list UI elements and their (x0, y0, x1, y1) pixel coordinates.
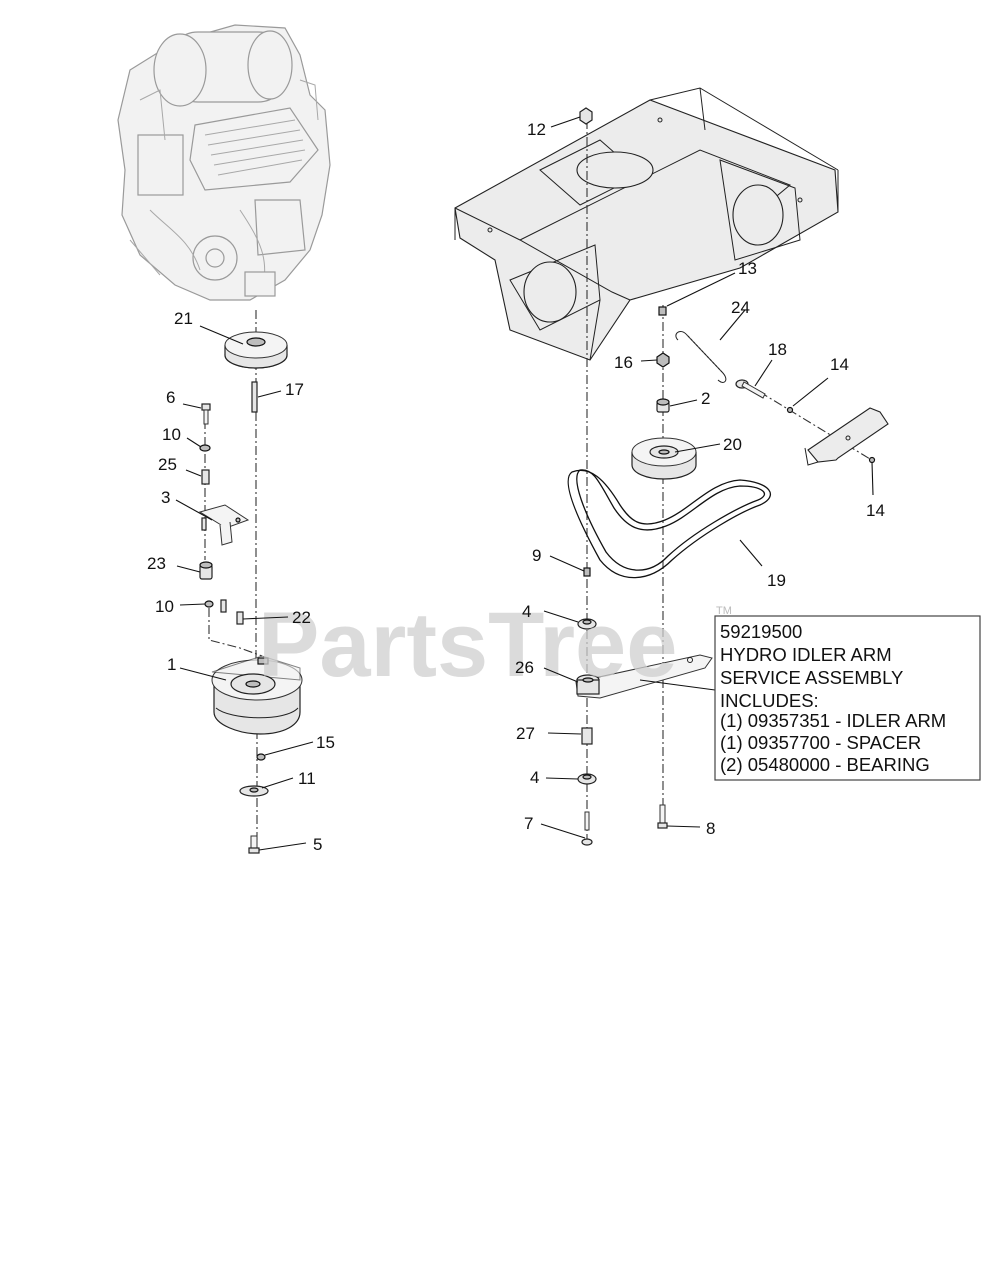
nut-16 (656, 352, 670, 368)
callout-23: 23 (147, 554, 166, 573)
callout-5: 5 (313, 835, 322, 854)
callout-16: 16 (614, 353, 633, 372)
callout-9: 9 (532, 546, 541, 565)
spacer-2 (656, 398, 670, 413)
callout-4-upper: 4 (522, 602, 531, 621)
infobox-line-spacer: (1) 09357700 - SPACER (720, 732, 921, 753)
callout-3: 3 (161, 488, 170, 507)
spring-24 (675, 331, 727, 383)
bearing-4-upper (577, 618, 597, 630)
callout-19: 19 (767, 571, 786, 590)
washer-10-upper (199, 444, 211, 452)
key-17 (251, 381, 258, 413)
leader-lines (175, 116, 874, 851)
callout-26: 26 (515, 658, 534, 677)
ring-7 (581, 811, 593, 846)
callout-10-upper: 10 (162, 425, 181, 444)
callout-21: 21 (174, 309, 193, 328)
callout-22: 22 (292, 608, 311, 627)
idler-arm-26 (575, 654, 713, 699)
bracket-14 (786, 406, 889, 466)
callout-4-lower: 4 (530, 768, 539, 787)
infobox-border (714, 615, 981, 781)
pulley-21 (224, 331, 288, 369)
callout-13: 13 (738, 259, 757, 278)
callout-2: 2 (701, 389, 710, 408)
callout-12: 12 (527, 120, 546, 139)
callout-6: 6 (166, 388, 175, 407)
bolt-8 (657, 804, 668, 829)
bolt-5 (248, 835, 260, 854)
infobox-line-title-1: HYDRO IDLER ARM (720, 644, 892, 665)
bolt-9 (583, 567, 591, 577)
callout-14-lower: 14 (866, 501, 885, 520)
infobox-line-part-number: 59219500 (720, 621, 802, 642)
callout-18: 18 (768, 340, 787, 359)
infobox-line-bearing: (2) 05480000 - BEARING (720, 754, 930, 775)
bracket-3 (198, 504, 250, 546)
bolt-18 (735, 379, 766, 399)
bolt-6 (201, 403, 211, 425)
spacer-25 (201, 469, 210, 485)
callout-27: 27 (516, 724, 535, 743)
pulley-20 (631, 437, 697, 480)
callout-8: 8 (706, 819, 715, 838)
belt-19 (567, 469, 772, 579)
callout-7: 7 (524, 814, 533, 833)
callout-25: 25 (158, 455, 177, 474)
callouts: 21 6 17 10 25 3 23 10 22 1 15 11 5 12 13… (147, 120, 885, 854)
right-assembly-axes (586, 120, 876, 842)
infobox-line-includes: INCLUDES: (720, 690, 819, 711)
callout-10-lower: 10 (155, 597, 174, 616)
clutch-1 (211, 655, 303, 735)
bolt-12 (579, 107, 593, 125)
engine-illustration (117, 24, 331, 301)
bearing-4-lower (577, 773, 597, 785)
infobox-line-title-2: SERVICE ASSEMBLY (720, 667, 903, 688)
spacer-27 (581, 727, 593, 745)
watermark-tm: TM (716, 605, 732, 617)
callout-11: 11 (298, 769, 316, 788)
callout-15: 15 (316, 733, 335, 752)
callout-17: 17 (285, 380, 304, 399)
watermark-text: PartsTree (258, 594, 677, 696)
washer-10-lower (204, 599, 227, 613)
bolt-15 (256, 753, 266, 761)
fitting-22 (236, 611, 244, 625)
callout-20: 20 (723, 435, 742, 454)
infobox-line-idler-arm: (1) 09357351 - IDLER ARM (720, 710, 946, 731)
washer-11 (239, 785, 269, 797)
bolt-13 (658, 306, 667, 316)
frame-illustration (454, 87, 839, 361)
bushing-23 (199, 561, 213, 580)
callout-24: 24 (731, 298, 750, 317)
callout-14-upper: 14 (830, 355, 849, 374)
callout-1: 1 (167, 655, 176, 674)
service-assembly-infobox: 59219500 HYDRO IDLER ARM SERVICE ASSEMBL… (714, 615, 981, 781)
